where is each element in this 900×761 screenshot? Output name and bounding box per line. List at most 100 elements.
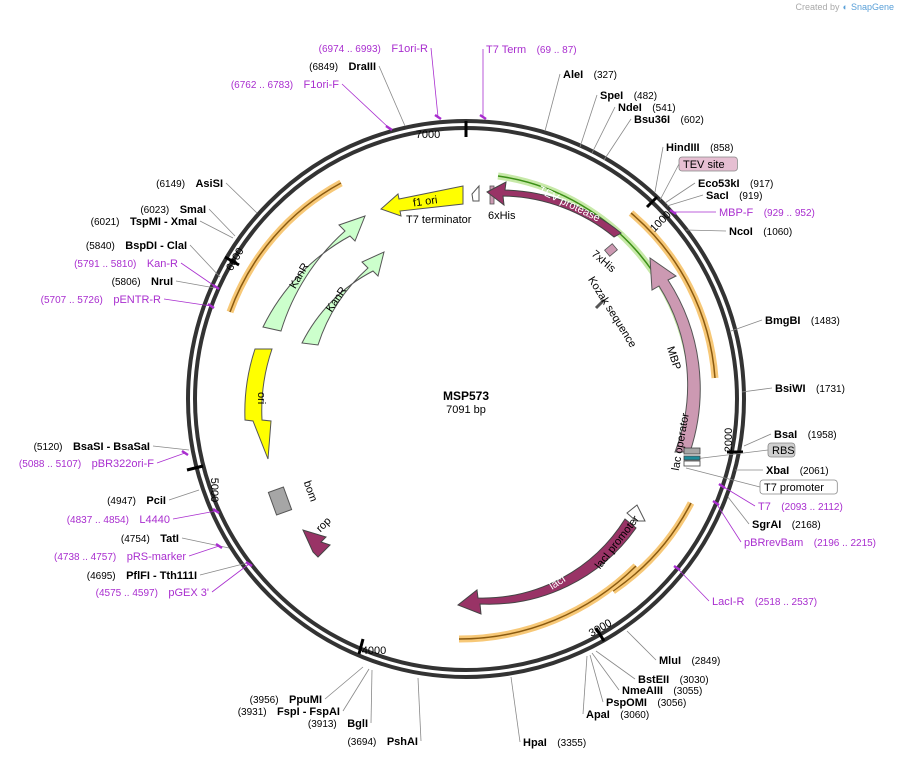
laci-promoter-label: lacI promoter xyxy=(593,513,642,571)
leader-lines xyxy=(152,47,773,743)
site-name: AsiSI xyxy=(195,178,223,190)
primer-name: LacI-R xyxy=(712,596,744,608)
site-leader-line xyxy=(626,630,657,661)
rbs-box xyxy=(683,455,701,461)
site-leader-line xyxy=(225,182,258,214)
site-leader-line xyxy=(510,676,521,743)
site-leader-line xyxy=(152,445,190,451)
primer-position: (2093 .. 2112) xyxy=(781,502,843,513)
site-position: (5840) xyxy=(86,241,115,252)
primer-label: T7 (2093 .. 2112) xyxy=(758,497,843,514)
site-label: BsiWI (1731) xyxy=(775,379,845,396)
label-mbp: MBP xyxy=(664,345,683,371)
site-leader-line xyxy=(595,650,636,680)
site-position: (6849) xyxy=(309,62,338,73)
primer-leader-line xyxy=(341,83,390,129)
kozak-label: Kozak sequence xyxy=(585,275,638,350)
site-label: SgrAI (2168) xyxy=(752,515,821,532)
primer-leader-line xyxy=(156,452,186,464)
site-leader-line xyxy=(324,666,364,700)
arrow-laci xyxy=(457,518,637,615)
site-label: (6149) AsiSI xyxy=(156,174,223,191)
site-name: BstEII xyxy=(638,674,669,686)
site-label: (4947) PciI xyxy=(107,491,166,508)
primer-mark xyxy=(712,499,720,507)
site-name: TspMI - XmaI xyxy=(130,216,197,228)
primer-name: pBR322ori-F xyxy=(92,458,155,470)
primer-leader-line xyxy=(715,502,742,543)
site-position: (3913) xyxy=(308,719,337,730)
site-name: Bsu36I xyxy=(634,114,670,126)
primer-position: (5088 .. 5107) xyxy=(19,459,81,470)
primer-label: MBP-F (929 .. 952) xyxy=(719,203,815,220)
site-label: PspOMI (3056) xyxy=(606,693,686,710)
site-name: ApaI xyxy=(586,709,610,721)
primer-mark xyxy=(245,560,253,568)
arrow-f1-ori xyxy=(380,185,464,217)
site-position: (3956) xyxy=(250,695,279,706)
primer-mark xyxy=(212,283,220,291)
primer-position: (929 .. 952) xyxy=(764,208,815,219)
primer-position: (4575 .. 4597) xyxy=(96,588,158,599)
feature-leader-line xyxy=(685,467,761,488)
site-name: PspOMI xyxy=(606,697,647,709)
site-leader-line xyxy=(654,146,664,193)
arrow-t7-term-small xyxy=(471,184,480,202)
site-label: NmeAIII (3055) xyxy=(622,681,702,698)
primer-leader-line xyxy=(211,563,250,593)
feature-label: T7 promoter xyxy=(764,482,824,494)
label-kanr-2: KanR xyxy=(324,285,349,315)
site-name: NdeI xyxy=(618,102,642,114)
feature-leader-line xyxy=(659,163,680,201)
site-position: (5120) xyxy=(34,442,63,453)
site-label: (5806) NruI xyxy=(112,272,173,289)
site-label: (3913) BglI xyxy=(308,714,368,731)
site-position: (6149) xyxy=(156,179,185,190)
site-position: (917) xyxy=(750,179,773,190)
primer-label: (5088 .. 5107) pBR322ori-F xyxy=(19,454,154,471)
sixhis-label: 6xHis xyxy=(488,210,516,222)
site-name: BsaI xyxy=(774,429,797,441)
site-name: SacI xyxy=(706,190,729,202)
site-position: (3060) xyxy=(620,710,649,721)
primer-mark xyxy=(673,564,681,572)
primer-label: LacI-R (2518 .. 2537) xyxy=(712,592,817,609)
site-label: XbaI (2061) xyxy=(766,461,829,478)
primer-name: F1ori-R xyxy=(391,43,428,55)
site-leader-line xyxy=(370,669,373,724)
site-leader-line xyxy=(685,229,727,232)
primer-name: L4440 xyxy=(139,514,170,526)
site-name: DraIII xyxy=(348,61,376,73)
t7-promoter-box xyxy=(683,460,701,467)
arrow-mbp xyxy=(649,257,701,453)
site-name: XbaI xyxy=(766,465,789,477)
site-position: (541) xyxy=(652,103,675,114)
site-leader-line xyxy=(591,652,620,691)
primer-position: (69 .. 87) xyxy=(537,45,577,56)
site-name: SmaI xyxy=(180,204,206,216)
site-leader-line xyxy=(727,496,750,525)
site-name: BmgBI xyxy=(765,315,800,327)
primer-name: pGEX 3' xyxy=(168,587,209,599)
site-label: SpeI (482) xyxy=(600,86,657,103)
plasmid-name: MSP573 xyxy=(443,389,489,403)
site-leader-line xyxy=(741,387,773,393)
site-label: BmgBI (1483) xyxy=(765,311,840,328)
site-label: (6021) TspMI - XmaI xyxy=(91,212,197,229)
site-name: PpuMI xyxy=(289,694,322,706)
site-position: (2168) xyxy=(792,520,821,531)
site-leader-line xyxy=(589,654,604,703)
site-name: PshAI xyxy=(387,736,418,748)
site-position: (602) xyxy=(681,115,704,126)
label-kanr-1: KanR xyxy=(287,261,311,291)
arrow-ori xyxy=(244,348,273,460)
site-name: MluI xyxy=(659,655,681,667)
site-label: Eco53kI (917) xyxy=(698,174,773,191)
site-position: (1731) xyxy=(816,384,845,395)
primer-name: pBRrevBam xyxy=(744,537,803,549)
site-position: (6021) xyxy=(91,217,120,228)
site-name: NmeAIII xyxy=(622,685,663,697)
site-label: (3956) PpuMI xyxy=(250,690,322,707)
site-leader-line xyxy=(544,73,561,132)
site-name: NcoI xyxy=(729,226,753,238)
